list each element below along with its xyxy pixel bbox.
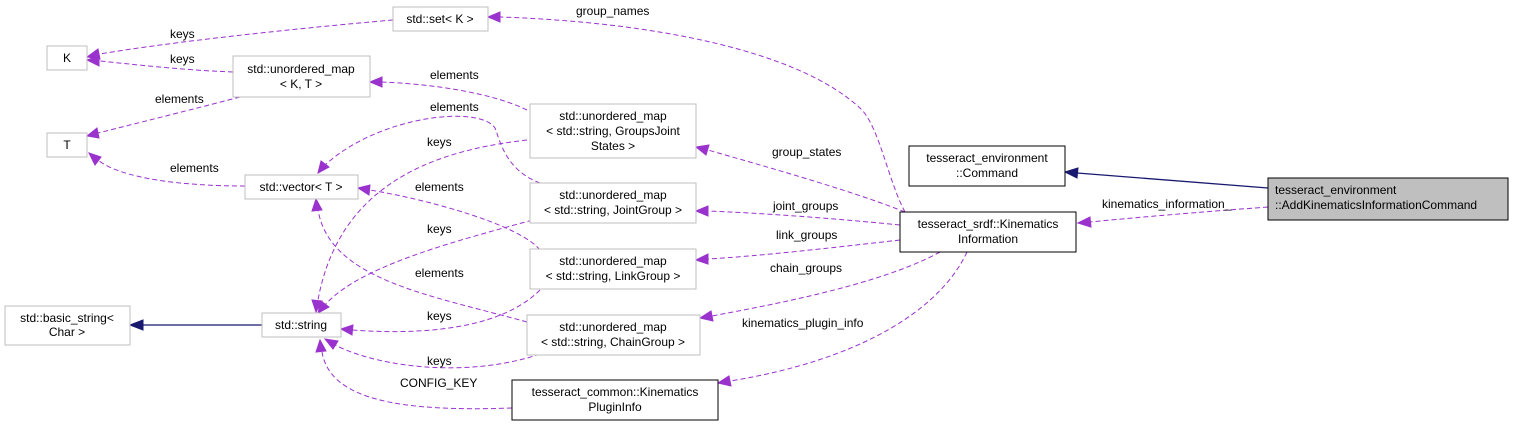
node-cg-line-2: < std::string, ChainGroup > [541,335,685,349]
edge-label-group-names: group_names [576,4,649,18]
edge-kinematics-information: kinematics_information_ [1076,197,1269,228]
node-std-vector[interactable]: std::vector< T > [244,174,359,200]
edge-label-jg-keys: keys [427,222,452,236]
node-akic-line-2: ::AddKinematicsInformationCommand [1275,198,1477,212]
edge-group-names: group_names [486,4,906,213]
edge-label-lg-elements: elements [415,180,464,194]
edge-gjs-umap: elements [368,68,528,111]
node-std-set[interactable]: std::set< K > [392,6,489,32]
node-link-group-map[interactable]: std::unordered_map < std::string, LinkGr… [529,248,697,290]
node-std-set-label: std::set< K > [406,12,473,26]
edge-cg-vector: elements [311,197,528,323]
edge-label-chain-groups: chain_groups [770,261,842,275]
edge-label-cg-keys: keys [427,354,452,368]
edge-cg-string: keys [323,338,541,369]
edge-kinematics-plugin-info: kinematics_plugin_info [716,251,968,387]
node-kinematics-plugin-info[interactable]: tesseract_common::Kinematics PluginInfo [511,379,719,421]
node-chain-group-map[interactable]: std::unordered_map < std::string, ChainG… [526,314,701,356]
node-umap-line-2: < K, T > [280,77,322,91]
edge-set-keys: keys [85,19,394,60]
edge-label-link-groups: link_groups [776,228,837,242]
edge-label-config-key: CONFIG_KEY [400,376,477,390]
edge-label-gjs-elements: elements [430,68,479,82]
edge-joint-groups: joint_groups [694,199,901,226]
node-t[interactable]: T [46,132,88,158]
node-ki-line-2: Information [958,232,1018,246]
node-std-vector-label: std::vector< T > [260,180,343,194]
node-lg-line-2: < std::string, LinkGroup > [546,269,681,283]
node-command-line-1: tesseract_environment [926,151,1048,165]
edge-label-set-keys: keys [170,27,195,41]
node-cg-line-1: std::unordered_map [559,320,667,334]
node-umap-line-1: std::unordered_map [247,62,355,76]
edge-label-jg-elements: elements [430,100,479,114]
node-std-unordered-map-kt[interactable]: std::unordered_map < K, T > [232,55,371,98]
edge-chain-groups: chain_groups [698,251,941,322]
node-k-label: K [63,51,71,65]
node-kinematics-information[interactable]: tesseract_srdf::Kinematics Information [899,211,1077,253]
edge-akic-inherits-command [1063,167,1269,189]
edge-label-cg-elements: elements [415,266,464,280]
node-groups-joint-states-map[interactable]: std::unordered_map < std::string, Groups… [529,103,697,159]
edge-label-gjs-keys: keys [427,135,452,149]
node-gjs-line-2: < std::string, GroupsJoint [546,124,680,138]
node-basic-line-2: Char > [49,325,85,339]
edge-jg-vector: elements [317,100,541,184]
edge-link-groups: link_groups [694,228,901,265]
edge-lg-vector: elements [356,180,541,251]
edge-label-kinematics-information: kinematics_information_ [1102,197,1232,211]
node-k[interactable]: K [46,45,88,71]
edge-gjs-string: keys [311,135,528,314]
edge-label-kinematics-plugin-info: kinematics_plugin_info [742,316,864,330]
edge-label-joint-groups: joint_groups [772,199,838,213]
edge-label-umap-keys: keys [170,52,195,66]
node-lg-line-1: std::unordered_map [559,254,667,268]
node-command-line-2: ::Command [956,166,1018,180]
node-joint-group-map[interactable]: std::unordered_map < std::string, JointG… [529,182,697,224]
node-gjs-line-1: std::unordered_map [559,109,667,123]
node-kpi-line-1: tesseract_common::Kinematics [532,385,699,399]
node-kpi-line-2: PluginInfo [588,400,642,414]
node-add-kinematics-information-command[interactable]: tesseract_environment ::AddKinematicsInf… [1267,177,1509,221]
node-std-string[interactable]: std::string [261,312,342,338]
edge-string-inherits-basic [128,319,262,331]
node-environment-command[interactable]: tesseract_environment ::Command [908,145,1066,187]
edge-label-umap-elements: elements [155,92,204,106]
node-jg-line-2: < std::string, JointGroup > [544,203,682,217]
edge-jg-string: keys [317,217,541,314]
edge-umap-elements: elements [85,92,241,139]
edge-umap-keys: keys [85,52,234,73]
node-ki-line-1: tesseract_srdf::Kinematics [918,217,1059,231]
edge-label-lg-keys: keys [427,309,452,323]
edge-vector-elements: elements [88,152,246,187]
node-std-string-label: std::string [275,318,327,332]
node-basic-line-1: std::basic_string< [20,311,114,325]
node-gjs-line-3: States > [591,139,635,153]
edge-label-group-states: group_states [772,145,841,159]
node-jg-line-1: std::unordered_map [559,188,667,202]
edge-kpi-string: CONFIG_KEY [315,338,513,410]
edge-lg-string: keys [339,289,541,336]
node-akic-line-1: tesseract_environment [1275,183,1397,197]
edge-group-states: group_states [694,144,906,213]
node-t-label: T [63,138,71,152]
edge-label-vector-elements: elements [170,161,219,175]
node-std-basic-string[interactable]: std::basic_string< Char > [4,305,131,346]
